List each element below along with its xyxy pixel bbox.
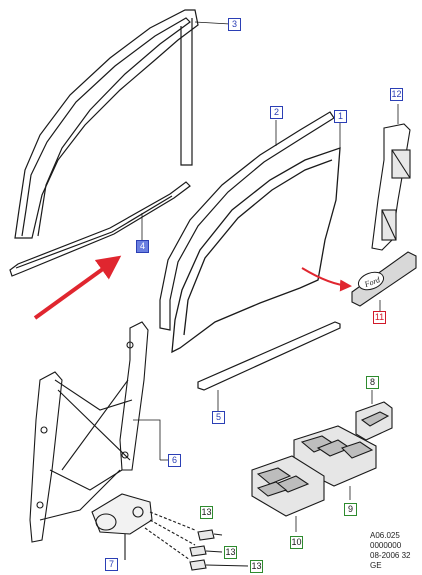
mirror-bracket — [371, 104, 411, 251]
callout-13-mid: 13 — [224, 546, 237, 559]
belt-weatherstrip-inner — [197, 321, 341, 412]
window-motor — [91, 493, 196, 561]
window-regulator — [29, 321, 168, 543]
callout-10: 10 — [290, 536, 303, 549]
callout-2: 2 — [270, 106, 283, 119]
screws — [189, 529, 249, 571]
single-window-switch — [355, 390, 393, 441]
reference-line-4: GE — [370, 561, 382, 570]
callout-13-bottom: 13 — [250, 560, 263, 573]
callout-1: 1 — [334, 110, 347, 123]
callout-3: 3 — [228, 18, 241, 31]
reference-line-3: 08-2006 32 — [370, 551, 411, 560]
callout-5: 5 — [212, 411, 225, 424]
callout-13-top: 13 — [200, 506, 213, 519]
ford-badge: Ford — [301, 251, 417, 312]
reference-line-1: A06.025 — [370, 531, 400, 540]
callout-6: 6 — [168, 454, 181, 467]
callout-9: 9 — [344, 503, 357, 516]
reference-line-2: 0000000 — [370, 541, 402, 550]
callout-11: 11 — [373, 311, 386, 324]
callout-12: 12 — [390, 88, 403, 101]
callout-8: 8 — [366, 376, 379, 389]
callout-7: 7 — [105, 558, 118, 571]
door-glass — [171, 122, 341, 354]
callout-4: 4 — [136, 240, 149, 253]
highlight-arrow — [33, 255, 122, 320]
door-frame-seal — [14, 9, 231, 239]
belt-moulding-outer — [9, 181, 191, 277]
glass-run-channel — [159, 111, 335, 331]
switch-pack — [251, 455, 325, 532]
reference-code: A06.025 0000000 08-2006 32 GE — [370, 531, 410, 571]
